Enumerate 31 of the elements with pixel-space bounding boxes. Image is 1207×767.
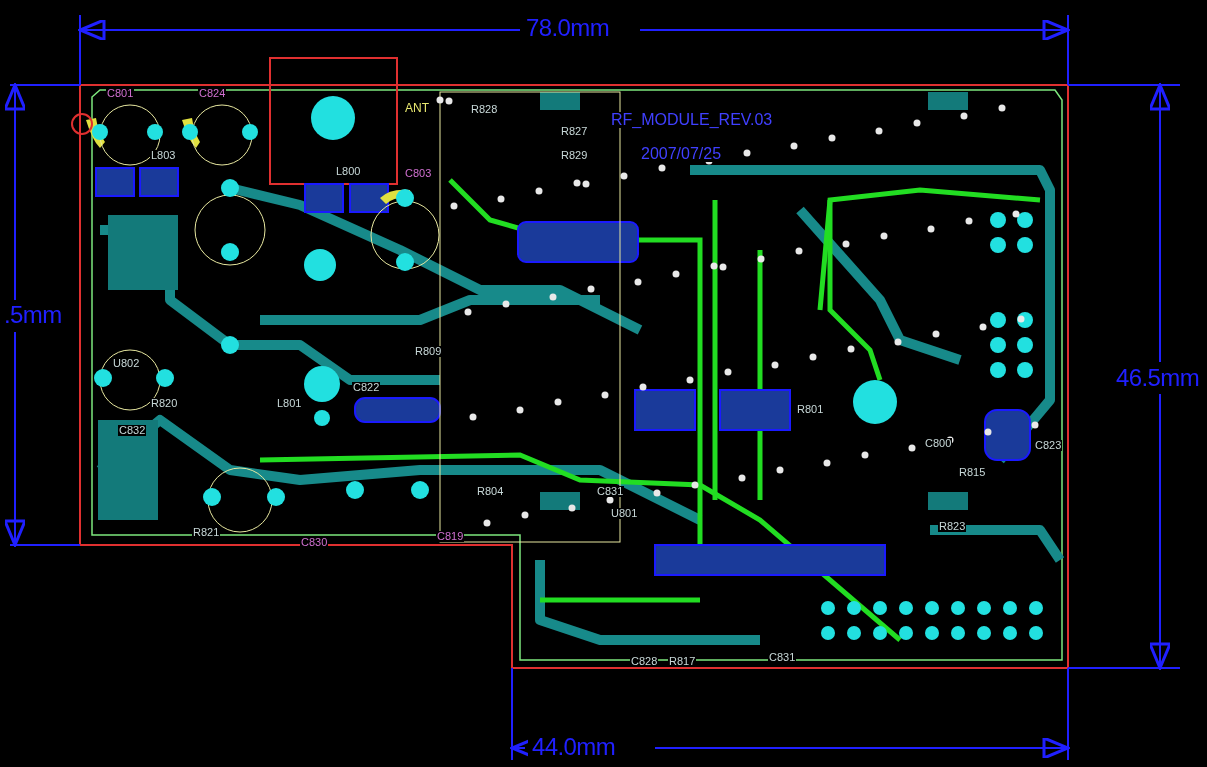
component-designator: R821	[192, 527, 221, 538]
component-designator: C822	[352, 382, 381, 393]
component-designator: R829	[560, 150, 589, 161]
component-designator: R809	[414, 346, 443, 357]
component-designator: C831	[768, 652, 797, 663]
component-designator: U802	[112, 358, 141, 369]
component-designator: R828	[470, 104, 499, 115]
board-marking-text: RF_MODULE_REV.03	[610, 112, 774, 128]
component-designator: C831	[596, 486, 625, 497]
component-designator: C832	[118, 425, 147, 436]
component-designator: R827	[560, 126, 589, 137]
component-designator: R820	[150, 398, 179, 409]
component-designator: C801	[106, 88, 135, 99]
component-designator: C830	[300, 537, 329, 548]
component-designator: C819	[436, 531, 465, 542]
component-designator: U801	[610, 508, 639, 519]
component-designator: C803	[404, 168, 433, 179]
component-designator: R817	[668, 656, 697, 667]
component-designator: C824	[198, 88, 227, 99]
component-designator: R801	[796, 404, 825, 415]
antenna-label: ANT	[404, 102, 430, 114]
component-designator: C823	[1034, 440, 1063, 451]
component-designator: R815	[958, 467, 987, 478]
component-designator: C828	[630, 656, 659, 667]
component-designator: C800	[924, 438, 953, 449]
component-designator: L801	[276, 398, 303, 409]
component-designator: L800	[335, 166, 362, 177]
component-designator: R823	[938, 521, 967, 532]
component-designator: L803	[150, 150, 177, 161]
board-marking-text: 2007/07/25	[640, 146, 723, 162]
component-designator: R804	[476, 486, 505, 497]
